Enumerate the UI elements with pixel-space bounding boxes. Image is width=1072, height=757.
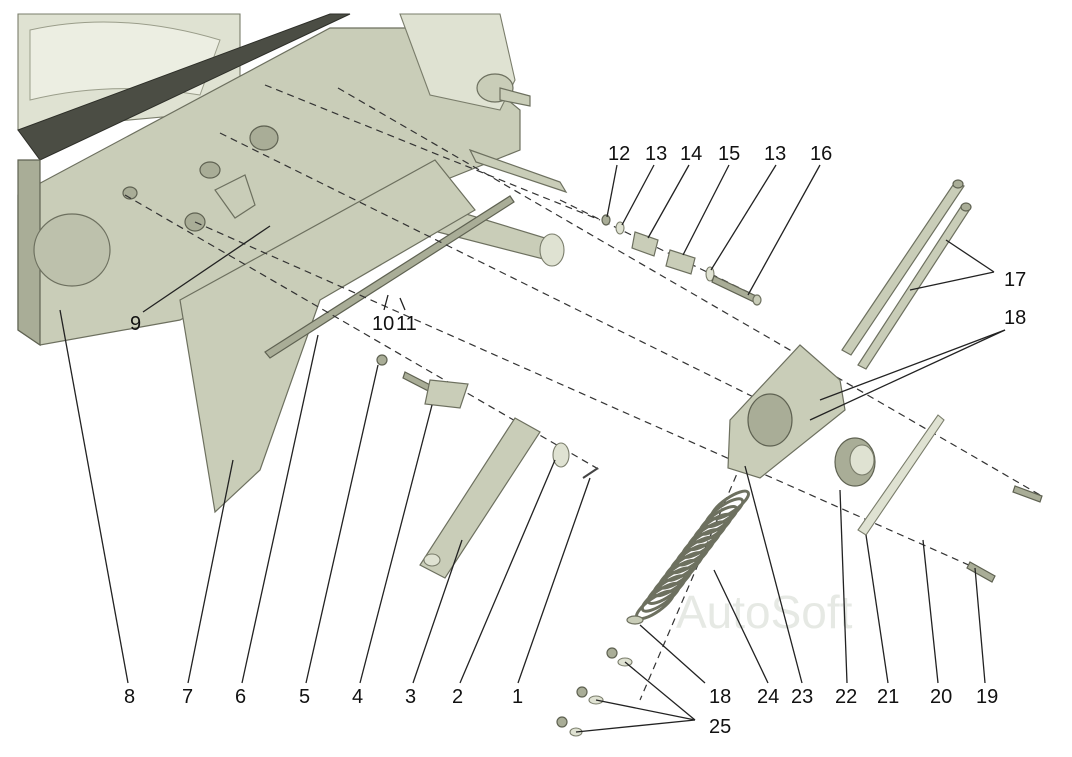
callout-9: 9: [130, 313, 141, 335]
callout-18b: 18: [709, 686, 731, 708]
callout-15: 15: [718, 143, 740, 165]
callout-14: 14: [680, 143, 702, 165]
part-2-washer: [552, 442, 570, 468]
part-25-washers: [556, 615, 644, 737]
part-4-bolt-plate: [402, 371, 469, 409]
callout-6: 6: [235, 686, 246, 708]
watermark: AutoSoft: [676, 586, 853, 638]
spring-coil: [640, 581, 681, 613]
callout-4: 4: [352, 686, 363, 708]
part-3-lever: [419, 417, 541, 579]
callout-13b: 13: [764, 143, 786, 165]
callout-10: 10: [372, 313, 394, 335]
part-5-nut: [376, 354, 388, 366]
callout-3: 3: [405, 686, 416, 708]
callout-7: 7: [182, 686, 193, 708]
callout-5: 5: [299, 686, 310, 708]
callout-20: 20: [930, 686, 952, 708]
part-10-11-rod: [264, 195, 515, 359]
callout-8: 8: [124, 686, 135, 708]
callout-22: 22: [835, 686, 857, 708]
frame-assembly: [17, 13, 568, 347]
part-7-deflector-plate: [179, 159, 476, 514]
callout-18a: 18: [1004, 307, 1026, 329]
callout-24: 24: [757, 686, 779, 708]
callout-13a: 13: [645, 143, 667, 165]
callout-11: 11: [396, 313, 417, 335]
callout-labels: 8 7 6 5 4 3 2 1 9 10 11 12 13 14 15 13 1…: [124, 143, 1026, 738]
part-19-bolt: [966, 561, 996, 583]
callout-23: 23: [791, 686, 813, 708]
callout-17: 17: [1004, 269, 1026, 291]
part-21-strip: [857, 414, 945, 536]
callout-19: 19: [976, 686, 998, 708]
callout-1: 1: [512, 686, 523, 708]
callout-16: 16: [810, 143, 832, 165]
callout-12: 12: [608, 143, 630, 165]
parts-12-16-pin-set: [601, 214, 762, 306]
callout-21: 21: [877, 686, 899, 708]
callout-25: 25: [709, 716, 731, 738]
leader-lines: [59, 164, 1006, 733]
part-1-pin: [582, 467, 599, 479]
callout-2: 2: [452, 686, 463, 708]
part-17-long-bolts: [841, 179, 972, 370]
